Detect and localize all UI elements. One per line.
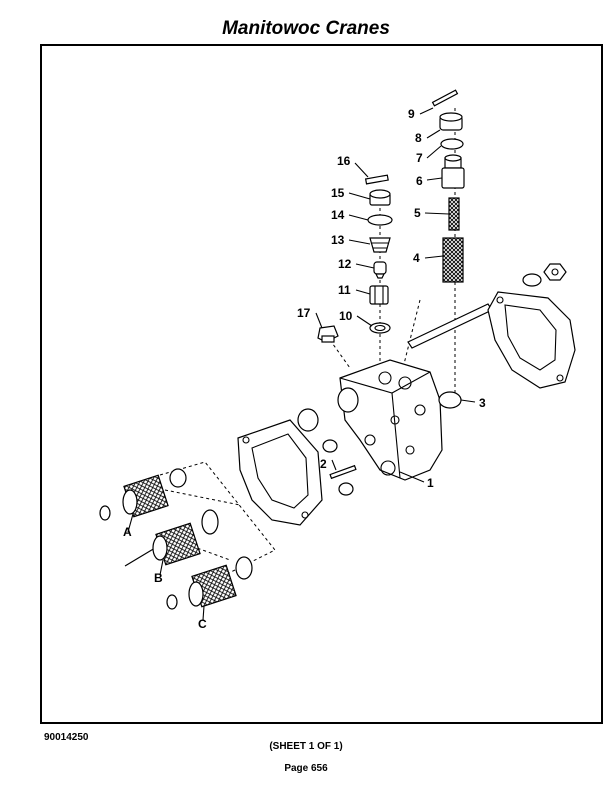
callout-a: A (123, 525, 132, 539)
part-15-plug (369, 189, 391, 206)
callout-17: 17 (297, 306, 311, 320)
part-17-plug (317, 325, 339, 343)
part-16-pin (364, 174, 389, 185)
callout-3: 3 (479, 396, 486, 410)
diagram-frame (40, 44, 603, 724)
part-10-seat (369, 322, 391, 334)
page-number: Page 656 (284, 763, 328, 774)
callout-2: 2 (320, 457, 327, 471)
part-11-sleeve (369, 285, 389, 305)
oring-lower (338, 482, 354, 496)
filter-a (99, 468, 187, 521)
part-1-housing (337, 359, 443, 481)
exploded-parts-diagram: 9 8 7 6 5 4 16 15 14 13 12 11 10 17 3 2 … (99, 89, 576, 631)
gasket-left (237, 419, 323, 526)
callout-15: 15 (331, 186, 345, 200)
part-6-spool (441, 154, 465, 189)
part-9-pin (431, 89, 459, 107)
filter-b (124, 509, 219, 567)
callout-6: 6 (416, 174, 423, 188)
leader-lines (127, 107, 476, 621)
oring-housing-left (297, 408, 319, 432)
callout-7: 7 (416, 151, 423, 165)
stud-rod (407, 303, 493, 349)
callout-1: 1 (427, 476, 434, 490)
part-13-spring (369, 237, 391, 253)
part-2-pin (329, 464, 357, 480)
callout-9: 9 (408, 107, 415, 121)
callout-14: 14 (331, 208, 345, 222)
callout-11: 11 (338, 283, 351, 297)
part-5-spring (448, 197, 460, 231)
callout-5: 5 (414, 206, 421, 220)
part-12-poppet (373, 261, 387, 279)
filter-c (166, 556, 253, 610)
callout-c: C (198, 617, 207, 631)
callout-16: 16 (337, 154, 351, 168)
gasket-right (487, 291, 576, 389)
part-4-spring (442, 237, 464, 283)
callout-12: 12 (338, 257, 352, 271)
callout-10: 10 (339, 309, 353, 323)
nut-washer (522, 263, 567, 287)
page-title: Manitowoc Cranes (222, 18, 390, 39)
part-3-oring (438, 391, 462, 409)
part-14-oring (367, 214, 393, 226)
part-8-cap (439, 112, 463, 131)
figure-number: 90014250 (44, 732, 89, 743)
sheet-indicator: (SHEET 1 OF 1) (269, 741, 343, 752)
oring-small (322, 439, 338, 453)
part-7-oring (440, 138, 464, 150)
callout-4: 4 (413, 251, 420, 265)
callout-13: 13 (331, 233, 345, 247)
callout-8: 8 (415, 131, 422, 145)
callout-b: B (154, 571, 163, 585)
